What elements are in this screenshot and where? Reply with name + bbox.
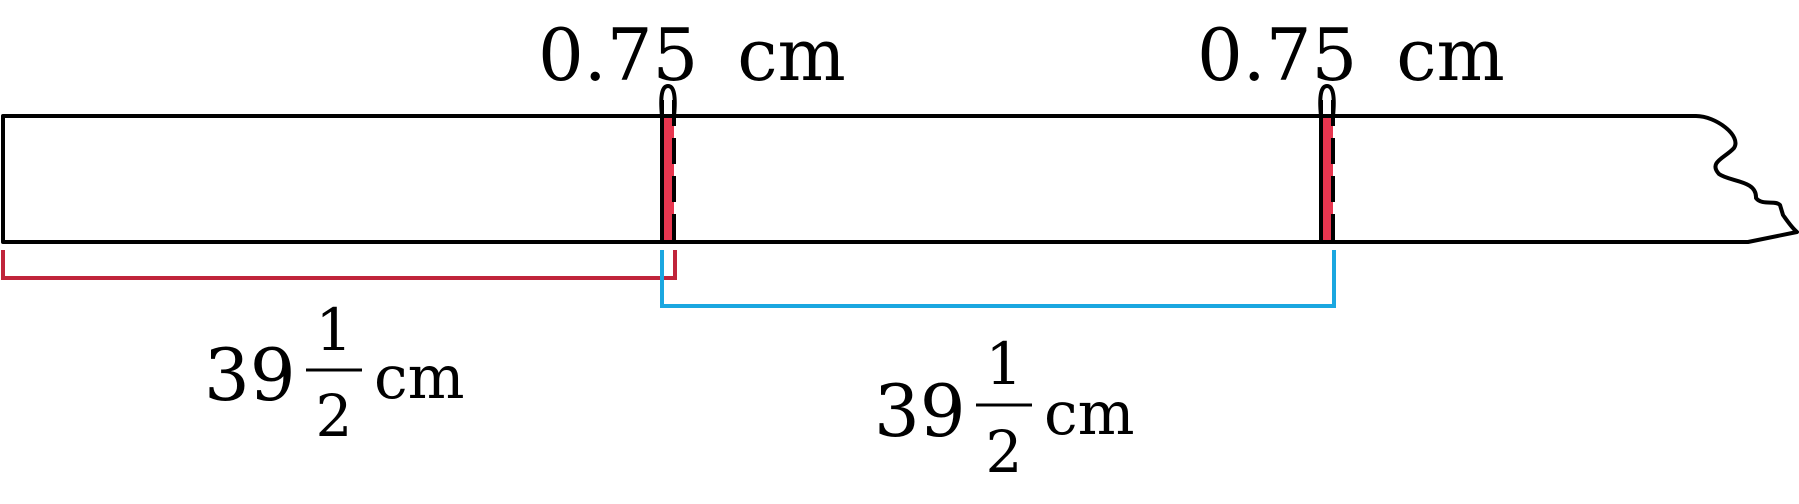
overlap-label-right-unit: cm <box>1396 13 1505 97</box>
strip-outline <box>1 114 1799 244</box>
length-right-numerator: 1 <box>986 330 1023 398</box>
length-right-unit: cm <box>1044 379 1135 449</box>
overlap-label-left: 0.75 cm <box>538 13 846 97</box>
overlap-label-right-value: 0.75 <box>1197 13 1357 97</box>
length-left-unit: cm <box>374 343 465 413</box>
overlap-fill-right <box>1321 116 1333 242</box>
length-label-left: 39 1 2 cm <box>204 296 465 450</box>
length-left-whole: 39 <box>204 333 296 417</box>
length-label-right: 39 1 2 cm <box>874 330 1135 486</box>
overlap-label-left-unit: cm <box>737 13 846 97</box>
length-left-numerator: 1 <box>316 296 353 364</box>
bracket-right <box>660 250 1336 308</box>
length-left-denominator: 2 <box>316 382 353 450</box>
overlap-marker-right <box>1318 83 1336 117</box>
length-right-whole: 39 <box>874 369 966 453</box>
overlap-label-right: 0.75 cm <box>1197 13 1505 97</box>
overlap-label-left-value: 0.75 <box>538 13 698 97</box>
overlap-marker-left <box>659 83 677 117</box>
length-right-denominator: 2 <box>986 418 1023 486</box>
bracket-left <box>1 250 677 280</box>
overlap-fill-left <box>662 116 674 242</box>
